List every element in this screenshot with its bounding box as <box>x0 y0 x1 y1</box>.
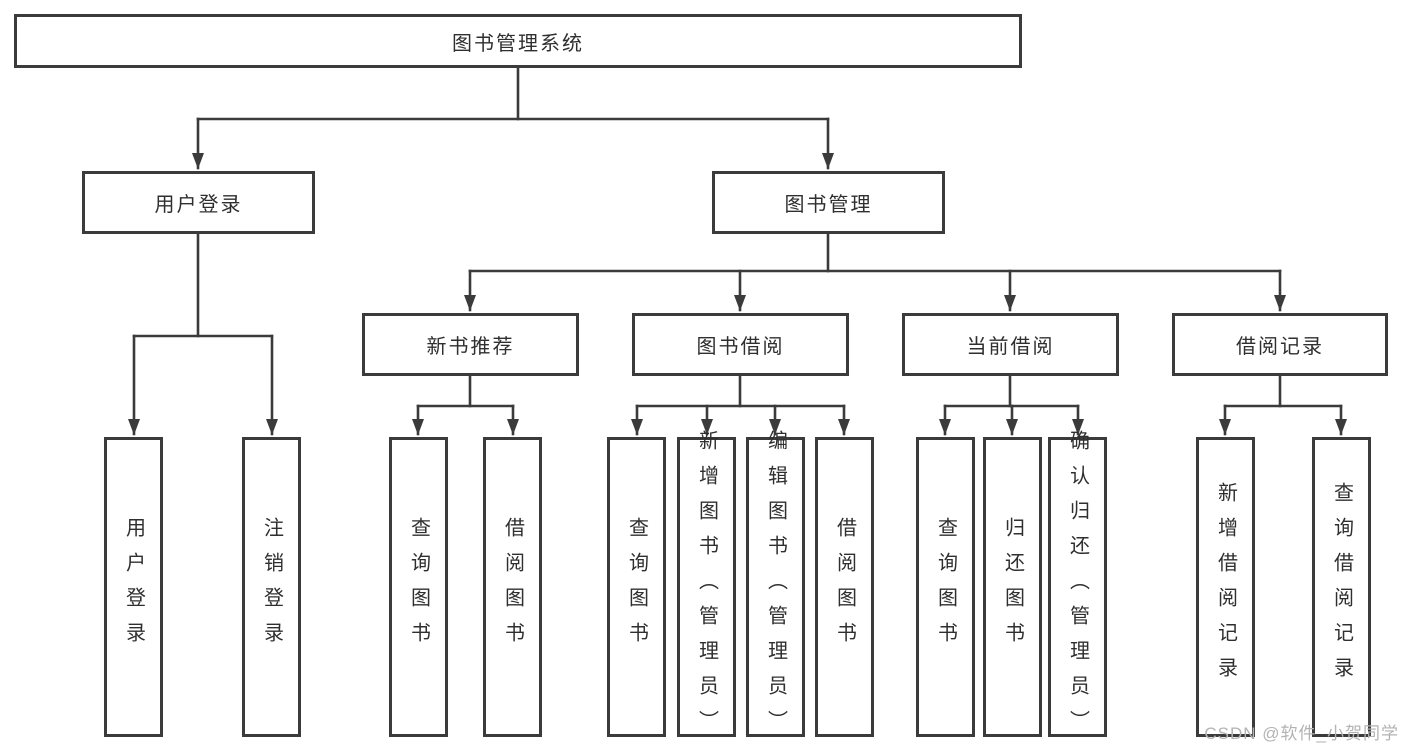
leaf-query-books: 查询图书 <box>916 437 975 737</box>
csdn-watermark: CSDN @软件_小贺同学 <box>1204 724 1399 743</box>
leaf-confirm-return-admin: 确认归还（管理员） <box>1048 430 1107 745</box>
node-book-borrowing: 图书借阅 <box>632 313 849 376</box>
leaf-add-borrow-record: 新增借阅记录 <box>1196 437 1255 737</box>
leaf-user-login: 用户登录 <box>104 437 163 737</box>
leaf-label: 新增图书（管理员） <box>695 429 718 745</box>
leaf-edit-books-admin: 编辑图书（管理员） <box>746 430 805 745</box>
node-label: 图书管理系统 <box>452 32 584 55</box>
leaf-add-books-admin: 新增图书（管理员） <box>677 430 736 745</box>
leaf-label: 借阅图书 <box>833 517 856 657</box>
leaf-label: 编辑图书（管理员） <box>764 429 787 745</box>
node-label: 图书管理 <box>784 194 873 216</box>
leaf-borrow-books: 借阅图书 <box>815 437 874 737</box>
leaf-label: 注销登录 <box>260 517 283 657</box>
leaf-label: 确认归还（管理员） <box>1066 429 1089 745</box>
leaf-label: 查询图书 <box>407 517 430 657</box>
leaf-label: 借阅图书 <box>501 517 524 657</box>
leaf-label: 查询图书 <box>625 517 648 657</box>
node-label: 新书推荐 <box>426 336 515 358</box>
node-library-management-system: 图书管理系统 <box>14 14 1022 68</box>
leaf-label: 查询借阅记录 <box>1330 482 1353 692</box>
node-user-login: 用户登录 <box>82 171 315 234</box>
leaf-return-books: 归还图书 <box>983 437 1042 737</box>
node-label: 用户登录 <box>154 194 243 216</box>
leaf-borrow-books: 借阅图书 <box>483 437 542 737</box>
leaf-query-books: 查询图书 <box>389 437 448 737</box>
node-current-borrowing: 当前借阅 <box>902 313 1119 376</box>
leaf-label: 新增借阅记录 <box>1214 482 1237 692</box>
leaf-query-borrow-record: 查询借阅记录 <box>1312 437 1371 737</box>
node-book-management: 图书管理 <box>712 171 945 234</box>
node-label: 当前借阅 <box>966 336 1055 358</box>
node-label: 图书借阅 <box>696 336 785 358</box>
node-label: 借阅记录 <box>1236 336 1324 358</box>
leaf-label: 用户登录 <box>122 517 145 657</box>
leaf-label: 查询图书 <box>934 517 957 657</box>
node-borrowing-records: 借阅记录 <box>1172 313 1388 376</box>
leaf-label: 归还图书 <box>1001 517 1024 657</box>
leaf-logout: 注销登录 <box>242 437 301 737</box>
node-new-book-recommendation: 新书推荐 <box>362 313 579 376</box>
leaf-query-books: 查询图书 <box>607 437 666 737</box>
